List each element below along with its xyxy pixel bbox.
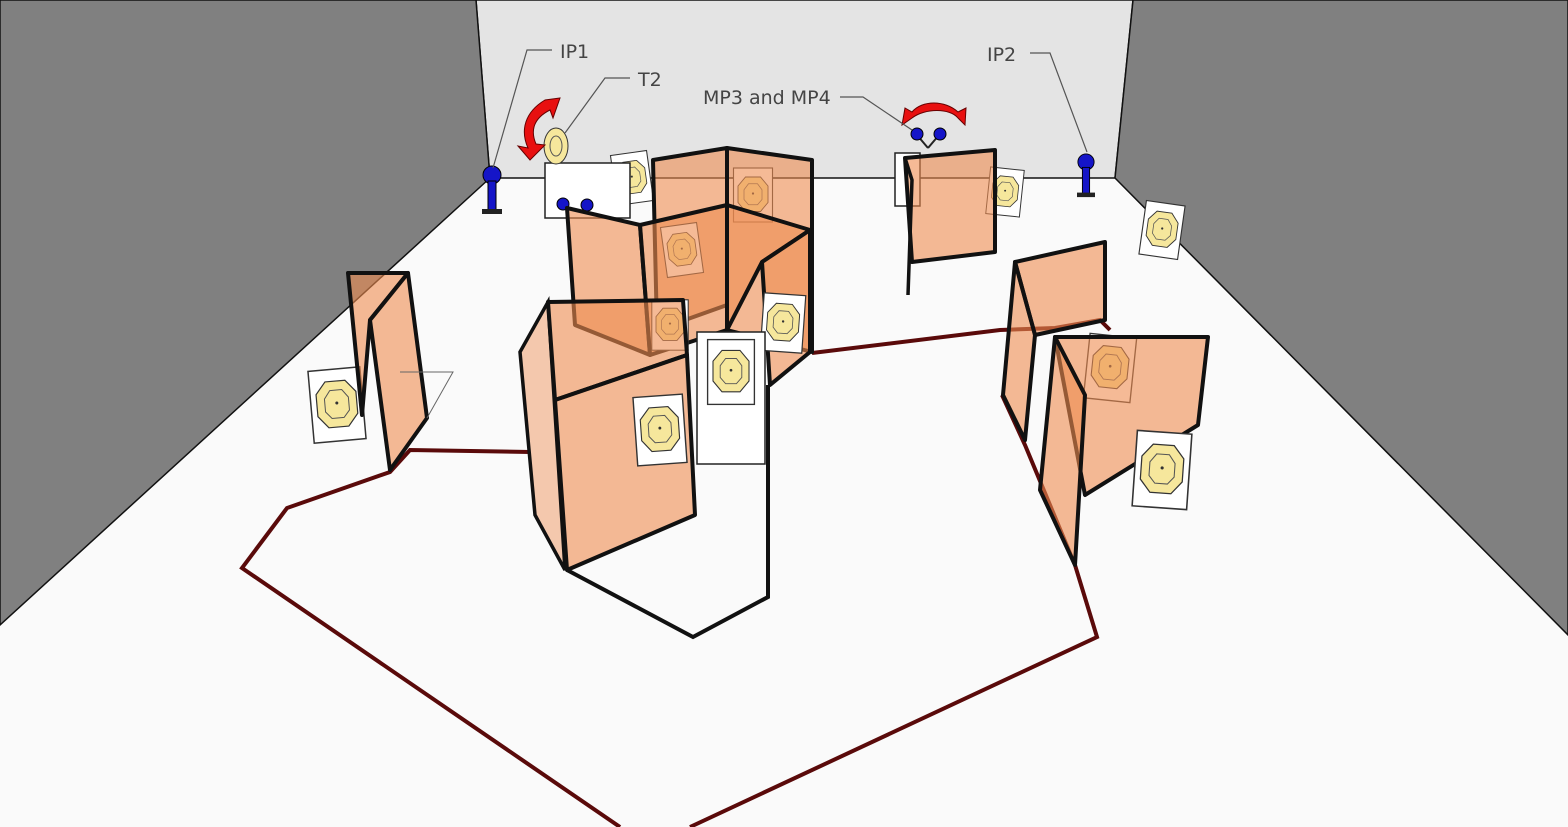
target: [1131, 429, 1193, 511]
ip2-leader: [1030, 52, 1088, 153]
wall-outline: [903, 157, 914, 296]
wall-panel: [1038, 335, 1087, 567]
right-wall: [1114, 0, 1568, 637]
target: [706, 338, 756, 406]
ip1-leader: [492, 49, 552, 169]
swinger-target-t2: [543, 127, 569, 165]
label-mp3-mp4: MP3 and MP4: [703, 87, 831, 109]
shadow-outline: [400, 371, 454, 419]
label-ip1: IP1: [560, 41, 589, 63]
t2-leader: [564, 77, 630, 134]
popper-mp3-mp4: [910, 127, 947, 149]
poppers-mp: [556, 197, 594, 212]
target: [759, 292, 807, 354]
wall-panel: [1001, 260, 1037, 442]
target: [1138, 199, 1186, 261]
fault-line: [239, 447, 622, 827]
label-t2: T2: [637, 69, 662, 91]
target: [632, 393, 688, 467]
swing-arrow-icon: [901, 102, 967, 127]
swing-arrow-icon: [516, 97, 561, 161]
wall-panel: [903, 148, 997, 264]
wall-outline: [566, 385, 770, 640]
mp3-mp4-leader: [840, 96, 913, 131]
label-ip2: IP2: [987, 44, 1016, 66]
